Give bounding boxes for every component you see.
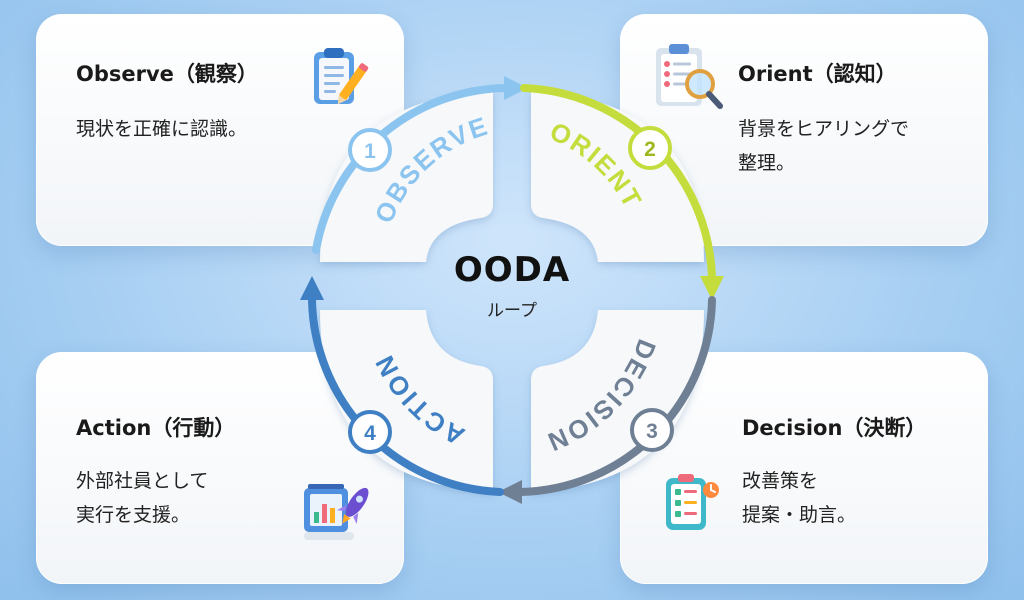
card-orient-title: Orient（認知） (738, 62, 897, 86)
ooda-title: OODA (453, 250, 571, 290)
checklist-icon (666, 474, 719, 530)
clipboard-magnifier-icon (656, 44, 723, 109)
ooda-subtitle: ループ (487, 301, 537, 321)
notepad-pencil-icon (314, 48, 369, 105)
card-action-desc-line: 外部社員として (76, 470, 209, 492)
arrow-action-head (300, 276, 324, 300)
chart-rocket-icon (304, 484, 369, 540)
card-decision-title: Decision（決断） (742, 416, 927, 440)
step-badge-1: 1 (348, 128, 392, 172)
arrow-observe-head (504, 76, 528, 100)
card-observe-desc-line: 現状を正確に認識。 (76, 118, 248, 140)
step-number-observe: 1 (364, 140, 376, 163)
card-action-desc-line: 実行を支援。 (76, 504, 191, 526)
card-observe-title: Observe（観察） (76, 62, 258, 86)
step-badge-4: 4 (348, 410, 392, 454)
card-decision-desc-line: 提案・助言。 (742, 504, 857, 526)
arrow-orient-head (700, 276, 724, 300)
segment-decision (531, 310, 704, 492)
card-action-desc: 外部社員として 実行を支援。 (76, 464, 208, 532)
card-orient-desc-line: 整理。 (738, 152, 796, 174)
step-badge-3: 3 (630, 408, 674, 452)
card-decision-desc-line: 改善策を (742, 470, 819, 492)
segment-observe (320, 92, 493, 262)
card-decision-desc: 改善策を 提案・助言。 (742, 464, 856, 532)
card-observe-desc: 現状を正確に認識。 (76, 112, 247, 146)
card-observe: Observe（観察） 現状を正確に認識。 (36, 14, 404, 246)
segment-action (320, 310, 493, 492)
card-orient-desc: 背景をヒアリングで 整理。 (738, 112, 909, 180)
step-number-decision: 3 (646, 420, 658, 443)
card-action-title: Action（行動） (76, 416, 236, 440)
step-number-action: 4 (364, 422, 376, 445)
arrow-decision-head (498, 480, 522, 504)
step-badge-2: 2 (628, 126, 672, 170)
segment-orient (531, 92, 704, 262)
card-orient-desc-line: 背景をヒアリングで (738, 118, 910, 140)
step-number-orient: 2 (644, 138, 656, 161)
